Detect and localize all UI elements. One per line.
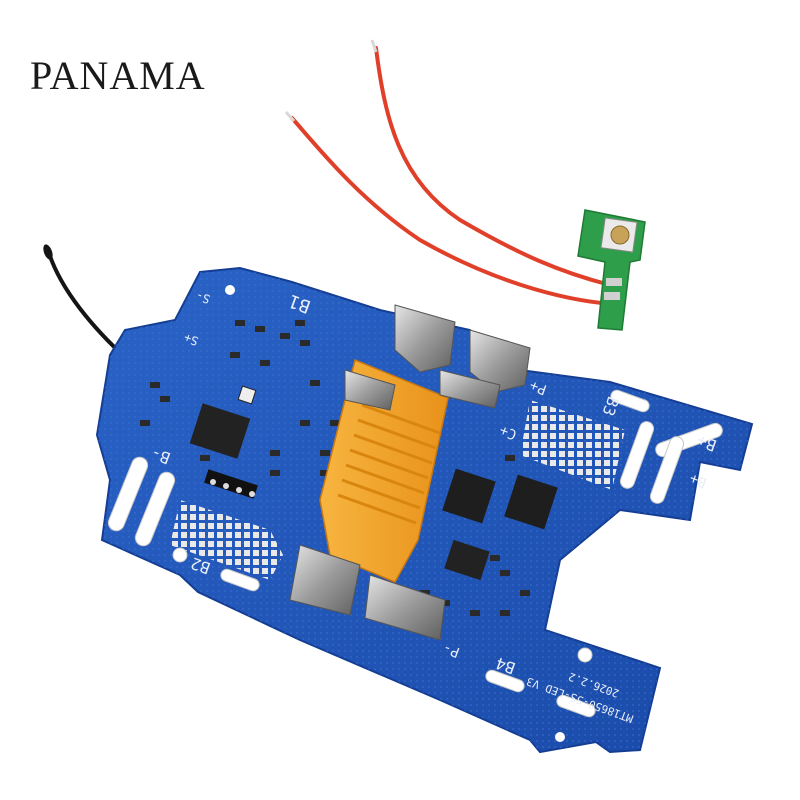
label-s-minus: S- — [194, 288, 212, 306]
label-p-plus: P+ — [528, 377, 549, 398]
label-b-plus-side: B+ — [688, 470, 709, 491]
switch-board — [577, 209, 646, 331]
orange-connector — [319, 358, 449, 583]
label-p-minus: P- — [441, 639, 462, 660]
label-c-plus: C+ — [498, 422, 519, 443]
label-s-plus: S+ — [182, 330, 200, 348]
red-wire-upper — [374, 46, 612, 287]
metal-terminals — [289, 304, 531, 641]
brand-watermark: PANAMA — [30, 53, 206, 98]
red-wire-lower — [290, 116, 614, 306]
